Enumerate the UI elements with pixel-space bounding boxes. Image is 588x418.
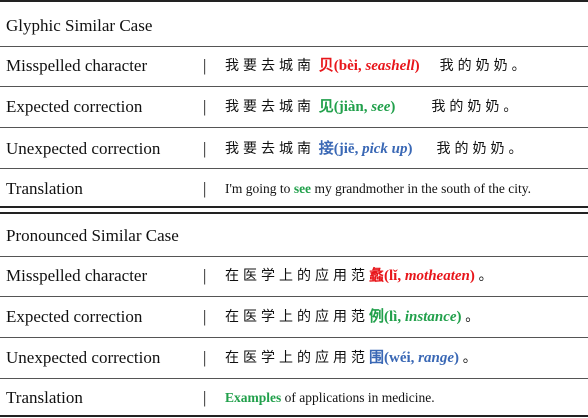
sentence: 我要去城南 见(jiàn, see) 我的奶奶。 (225, 97, 521, 117)
column-separator: | (203, 179, 207, 198)
term-gloss: motheaten (404, 268, 470, 284)
row-divider (0, 127, 588, 128)
term-gloss: see (371, 99, 391, 115)
term-close: ) (454, 350, 460, 366)
sentence-prefix: 我要去城南 (225, 99, 315, 115)
sentence-prefix: 我要去城南 (225, 58, 315, 74)
table-row: Expected correction | 在医学上的应用范例(lì, inst… (0, 298, 588, 336)
table-row: Unexpected correction | 我要去城南 接(jiē, pic… (0, 130, 588, 168)
top-rule (0, 0, 588, 2)
row-divider (0, 168, 588, 169)
term-char: 见 (318, 99, 334, 115)
row-label: Misspelled character (6, 266, 148, 285)
section-title-glyphic: Glyphic Similar Case (6, 16, 153, 35)
term-close: ) (456, 309, 462, 325)
translation-key: Examples (225, 390, 282, 405)
row-label: Misspelled character (6, 56, 148, 75)
sentence: 在医学上的应用范围(wéi, range) 。 (225, 348, 481, 368)
sentence-suffix: 。 (478, 268, 497, 284)
table-row: Misspelled character | 在医学上的应用范蠡(lǐ, mot… (0, 257, 588, 295)
term-char: 贝 (318, 58, 334, 74)
sentence-suffix: 。 (465, 309, 484, 325)
highlighted-term: 接(jiē, pick up) (319, 141, 413, 157)
term-close: ) (414, 58, 420, 74)
row-label: Expected correction (6, 97, 143, 116)
term-close: ) (390, 99, 396, 115)
row-divider (0, 296, 588, 297)
sentence: 我要去城南 贝(bèi, seashell) 我的奶奶。 (225, 56, 530, 76)
row-label: Unexpected correction (6, 139, 161, 158)
sentence: 在医学上的应用范蠡(lǐ, motheaten) 。 (225, 266, 497, 286)
row-label: Expected correction (6, 307, 143, 326)
table-row: Expected correction | 我要去城南 见(jiàn, see)… (0, 88, 588, 126)
sentence-prefix: 在医学上的应用范 (225, 268, 369, 284)
header-rule (0, 256, 588, 257)
bottom-rule (0, 415, 588, 417)
table-row: Misspelled character | 我要去城南 贝(bèi, seas… (0, 47, 588, 85)
row-label: Translation (6, 388, 83, 407)
term-pinyin: (jiàn, (333, 99, 372, 115)
highlighted-term: 围(wéi, range) (369, 350, 459, 366)
translation-after: my grandmother in the south of the city. (311, 181, 532, 196)
highlighted-term: 蠡(lǐ, motheaten) (369, 268, 475, 284)
header-rule (0, 46, 588, 47)
section-top-rule (0, 212, 588, 214)
sentence-prefix: 我要去城南 (225, 141, 315, 157)
column-separator: | (203, 56, 207, 75)
term-char: 蠡 (369, 268, 385, 284)
term-char: 接 (318, 141, 334, 157)
term-gloss: pick up (362, 141, 408, 157)
column-separator: | (203, 97, 207, 116)
table-row: Unexpected correction | 在医学上的应用范围(wéi, r… (0, 339, 588, 377)
translation-after: of applications in medicine. (281, 390, 435, 405)
row-divider (0, 86, 588, 87)
sentence-suffix: 我的奶奶。 (439, 58, 530, 74)
highlighted-term: 例(lì, instance) (369, 309, 462, 325)
translation-text: I'm going to see my grandmother in the s… (225, 180, 531, 198)
row-divider (0, 337, 588, 338)
row-label: Unexpected correction (6, 348, 161, 367)
term-pinyin: (jiē, (333, 141, 363, 157)
sentence: 在医学上的应用范例(lì, instance) 。 (225, 307, 483, 327)
column-separator: | (203, 348, 207, 367)
sentence-suffix: 我的奶奶。 (436, 141, 527, 157)
term-char: 围 (369, 350, 385, 366)
highlighted-term: 见(jiàn, see) (319, 99, 396, 115)
term-pinyin: (lì, (384, 309, 405, 325)
row-label: Translation (6, 179, 83, 198)
sentence-suffix: 。 (462, 350, 481, 366)
section-bottom-rule (0, 206, 588, 208)
section-title-pronounced: Pronounced Similar Case (6, 226, 179, 245)
term-gloss: seashell (365, 58, 415, 74)
row-divider (0, 378, 588, 379)
highlighted-term: 贝(bèi, seashell) (319, 58, 420, 74)
sentence-prefix: 在医学上的应用范 (225, 350, 369, 366)
term-close: ) (407, 141, 413, 157)
table-row: Translation | I'm going to see my grandm… (0, 170, 588, 208)
translation-text: Examples of applications in medicine. (225, 389, 435, 407)
term-close: ) (469, 268, 475, 284)
sentence-suffix: 我的奶奶。 (431, 99, 522, 115)
translation-before: I'm going to (225, 181, 294, 196)
term-pinyin: (bèi, (333, 58, 366, 74)
sentence: 我要去城南 接(jiē, pick up) 我的奶奶。 (225, 139, 527, 159)
translation-key: see (293, 181, 312, 196)
term-gloss: instance (404, 309, 457, 325)
term-pinyin: (wéi, (384, 350, 419, 366)
sentence-prefix: 在医学上的应用范 (225, 309, 369, 325)
column-separator: | (203, 139, 207, 158)
term-gloss: range (418, 350, 455, 366)
term-char: 例 (369, 309, 385, 325)
column-separator: | (203, 307, 207, 326)
table-row: Translation | Examples of applications i… (0, 379, 588, 417)
column-separator: | (203, 266, 207, 285)
column-separator: | (203, 388, 207, 407)
term-pinyin: (lǐ, (384, 268, 405, 284)
